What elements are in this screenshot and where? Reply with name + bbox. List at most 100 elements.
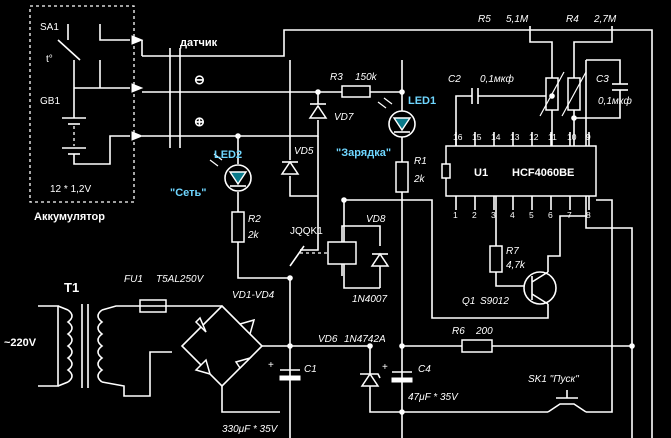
c1-label: C1 bbox=[304, 364, 317, 375]
vd6-part: 1N4742A bbox=[344, 334, 386, 345]
vd5-label: VD5 bbox=[294, 146, 314, 157]
battery-caption: Аккумулятор bbox=[34, 211, 105, 223]
sa1-label: SA1 bbox=[40, 22, 59, 33]
sensor-minus: ⊖ bbox=[194, 72, 205, 87]
junction bbox=[315, 89, 321, 95]
led1-triangle bbox=[392, 117, 412, 132]
c2-value: 0,1мкф bbox=[480, 73, 514, 85]
wire bbox=[73, 135, 130, 165]
bridge-diode bbox=[194, 316, 207, 333]
c3-label: C3 bbox=[596, 74, 609, 85]
q1-part: S9012 bbox=[480, 296, 509, 307]
r5-label: R5 bbox=[478, 14, 491, 25]
bridge-outline bbox=[180, 304, 264, 388]
t1-label: T1 bbox=[64, 280, 79, 295]
r6-value: 200 bbox=[475, 326, 493, 337]
r3-label: R3 bbox=[330, 72, 343, 83]
cells-label: 12 * 1,2V bbox=[50, 184, 91, 195]
wire bbox=[344, 199, 433, 214]
sa1-switch bbox=[57, 39, 81, 61]
bridge-label: VD1-VD4 bbox=[232, 290, 275, 301]
junction bbox=[399, 409, 405, 415]
led1-caption: "Зарядка" bbox=[336, 147, 391, 159]
gb1-label: GB1 bbox=[40, 96, 60, 107]
ic-pin-number: 16 bbox=[453, 132, 463, 142]
wire bbox=[38, 305, 59, 387]
vd7-label: VD7 bbox=[334, 112, 354, 123]
r2-resistor bbox=[231, 211, 245, 243]
ic-pin-number: 14 bbox=[491, 132, 501, 142]
wire bbox=[180, 29, 653, 438]
ic-notch bbox=[441, 163, 451, 179]
relay-contact bbox=[289, 245, 305, 267]
c1-value: 330μF * 35V bbox=[222, 424, 279, 435]
wire bbox=[455, 95, 472, 146]
wire bbox=[573, 26, 613, 78]
connector-arrow bbox=[131, 131, 144, 141]
wire bbox=[585, 196, 633, 438]
ic-pin-number: 8 bbox=[586, 210, 591, 220]
ic-pin-number: 7 bbox=[567, 210, 572, 220]
wire bbox=[99, 24, 130, 41]
ic-name: U1 bbox=[474, 167, 488, 179]
ic-pin-number: 12 bbox=[529, 132, 539, 142]
ic-pin-number: 9 bbox=[586, 132, 591, 142]
ic-part: HCF4060BE bbox=[512, 167, 574, 179]
vd6-zener bbox=[360, 372, 380, 387]
r3-value: 150k bbox=[355, 72, 378, 83]
junction bbox=[367, 343, 373, 349]
ic-u1 bbox=[445, 145, 597, 197]
junction bbox=[235, 133, 241, 139]
r2-label: R2 bbox=[248, 214, 261, 225]
wire bbox=[101, 305, 140, 311]
sensor-label: датчик bbox=[180, 37, 218, 49]
wire bbox=[300, 136, 319, 251]
wire bbox=[341, 225, 381, 246]
mains-label: ~220V bbox=[4, 337, 37, 349]
r2-value: 2k bbox=[247, 230, 260, 241]
wire bbox=[289, 176, 318, 197]
junction bbox=[399, 89, 405, 95]
r1-label: R1 bbox=[414, 156, 427, 167]
light-arrow bbox=[377, 101, 387, 109]
r1-resistor bbox=[395, 161, 409, 193]
q1-collector bbox=[531, 271, 549, 283]
vd7-diode bbox=[308, 104, 328, 119]
c3-value: 0,1мкф bbox=[598, 95, 632, 107]
light-arrow bbox=[209, 159, 219, 167]
t1-primary bbox=[66, 309, 73, 383]
ic-pin-number: 5 bbox=[529, 210, 534, 220]
bridge-diode bbox=[238, 318, 256, 336]
c4-plus: + bbox=[382, 362, 388, 373]
wire bbox=[574, 90, 621, 119]
vd8-part: 1N4007 bbox=[352, 294, 387, 305]
r7-label: R7 bbox=[506, 246, 519, 257]
r4-trim bbox=[561, 71, 587, 117]
ic-pin-number: 13 bbox=[510, 132, 520, 142]
r6-label: R6 bbox=[452, 326, 465, 337]
q1-label: Q1 bbox=[462, 296, 475, 307]
vd5-diode bbox=[280, 160, 300, 175]
light-arrow bbox=[383, 97, 393, 105]
sk1-contact bbox=[547, 403, 587, 413]
r4-value: 2,7M bbox=[593, 14, 617, 25]
led1-label: LED1 bbox=[408, 95, 436, 107]
r1-value: 2k bbox=[413, 174, 426, 185]
wire bbox=[431, 214, 549, 319]
led2-caption: "Сеть" bbox=[170, 187, 207, 199]
q1-emitter bbox=[531, 293, 549, 305]
wire bbox=[369, 386, 402, 413]
junction bbox=[399, 343, 405, 349]
wire bbox=[495, 272, 524, 287]
wire bbox=[221, 386, 280, 413]
wire bbox=[586, 199, 613, 413]
junction bbox=[287, 275, 293, 281]
c4-plate-neg bbox=[391, 377, 413, 383]
c1-plus: + bbox=[268, 360, 274, 371]
ic-pin-number: 15 bbox=[472, 132, 482, 142]
fu1-value: T5AL250V bbox=[156, 274, 205, 285]
c2-label: C2 bbox=[448, 74, 461, 85]
